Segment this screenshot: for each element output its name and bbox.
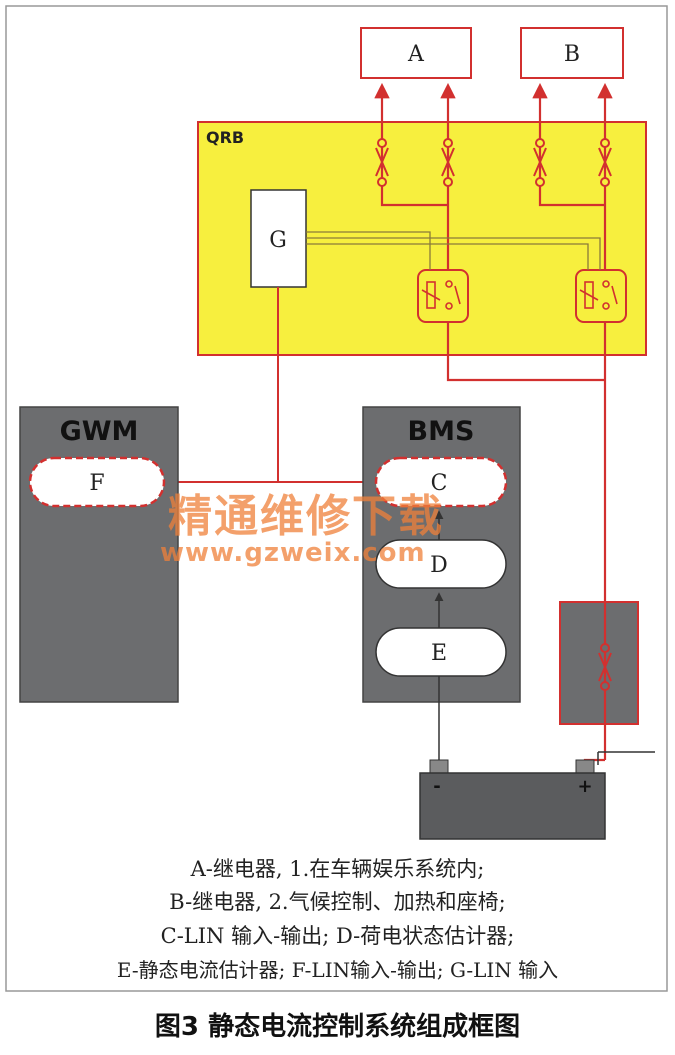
f-label: F [89,471,104,496]
legend-line-2: B-继电器, 2.气候控制、加热和座椅; [169,890,506,914]
e-label: E [431,641,447,666]
c-label: C [431,471,448,496]
g-lin-input-box: G [250,189,307,288]
gwm-label: GWM [60,416,139,447]
control-lines [306,231,601,270]
g-label: G [269,228,287,253]
relay-a-label: A [407,42,425,67]
relay-b-label: B [564,42,580,67]
legend-line-1: A-继电器, 1.在车辆娱乐系统内; [190,857,485,881]
figure-caption: 图3 静态电流控制系统组成框图 [154,1012,521,1042]
gwm-module: GWM F [19,406,179,703]
d-label: D [430,553,448,578]
outer-border [5,5,668,992]
battery: - + [419,759,606,840]
relay-a-box: A [360,27,472,79]
lin-wire [162,287,378,489]
relay-switch-icon [417,269,469,323]
legend-line-4: E-静态电流估计器; F-LIN输入-输出; G-LIN 输入 [116,958,559,982]
fuse-box [559,601,639,725]
legend-line-3: C-LIN 输入-输出; D-荷电状态估计器; [160,924,515,948]
battery-minus: - [433,776,440,797]
bms-label: BMS [408,416,475,447]
fuse-icon [375,138,612,187]
battery-plus: + [577,776,592,797]
relay-switch-icon [575,269,627,323]
bms-module: BMS C D E [362,406,521,703]
relay-b-box: B [520,27,624,79]
qrb-label: QRB [206,128,244,147]
